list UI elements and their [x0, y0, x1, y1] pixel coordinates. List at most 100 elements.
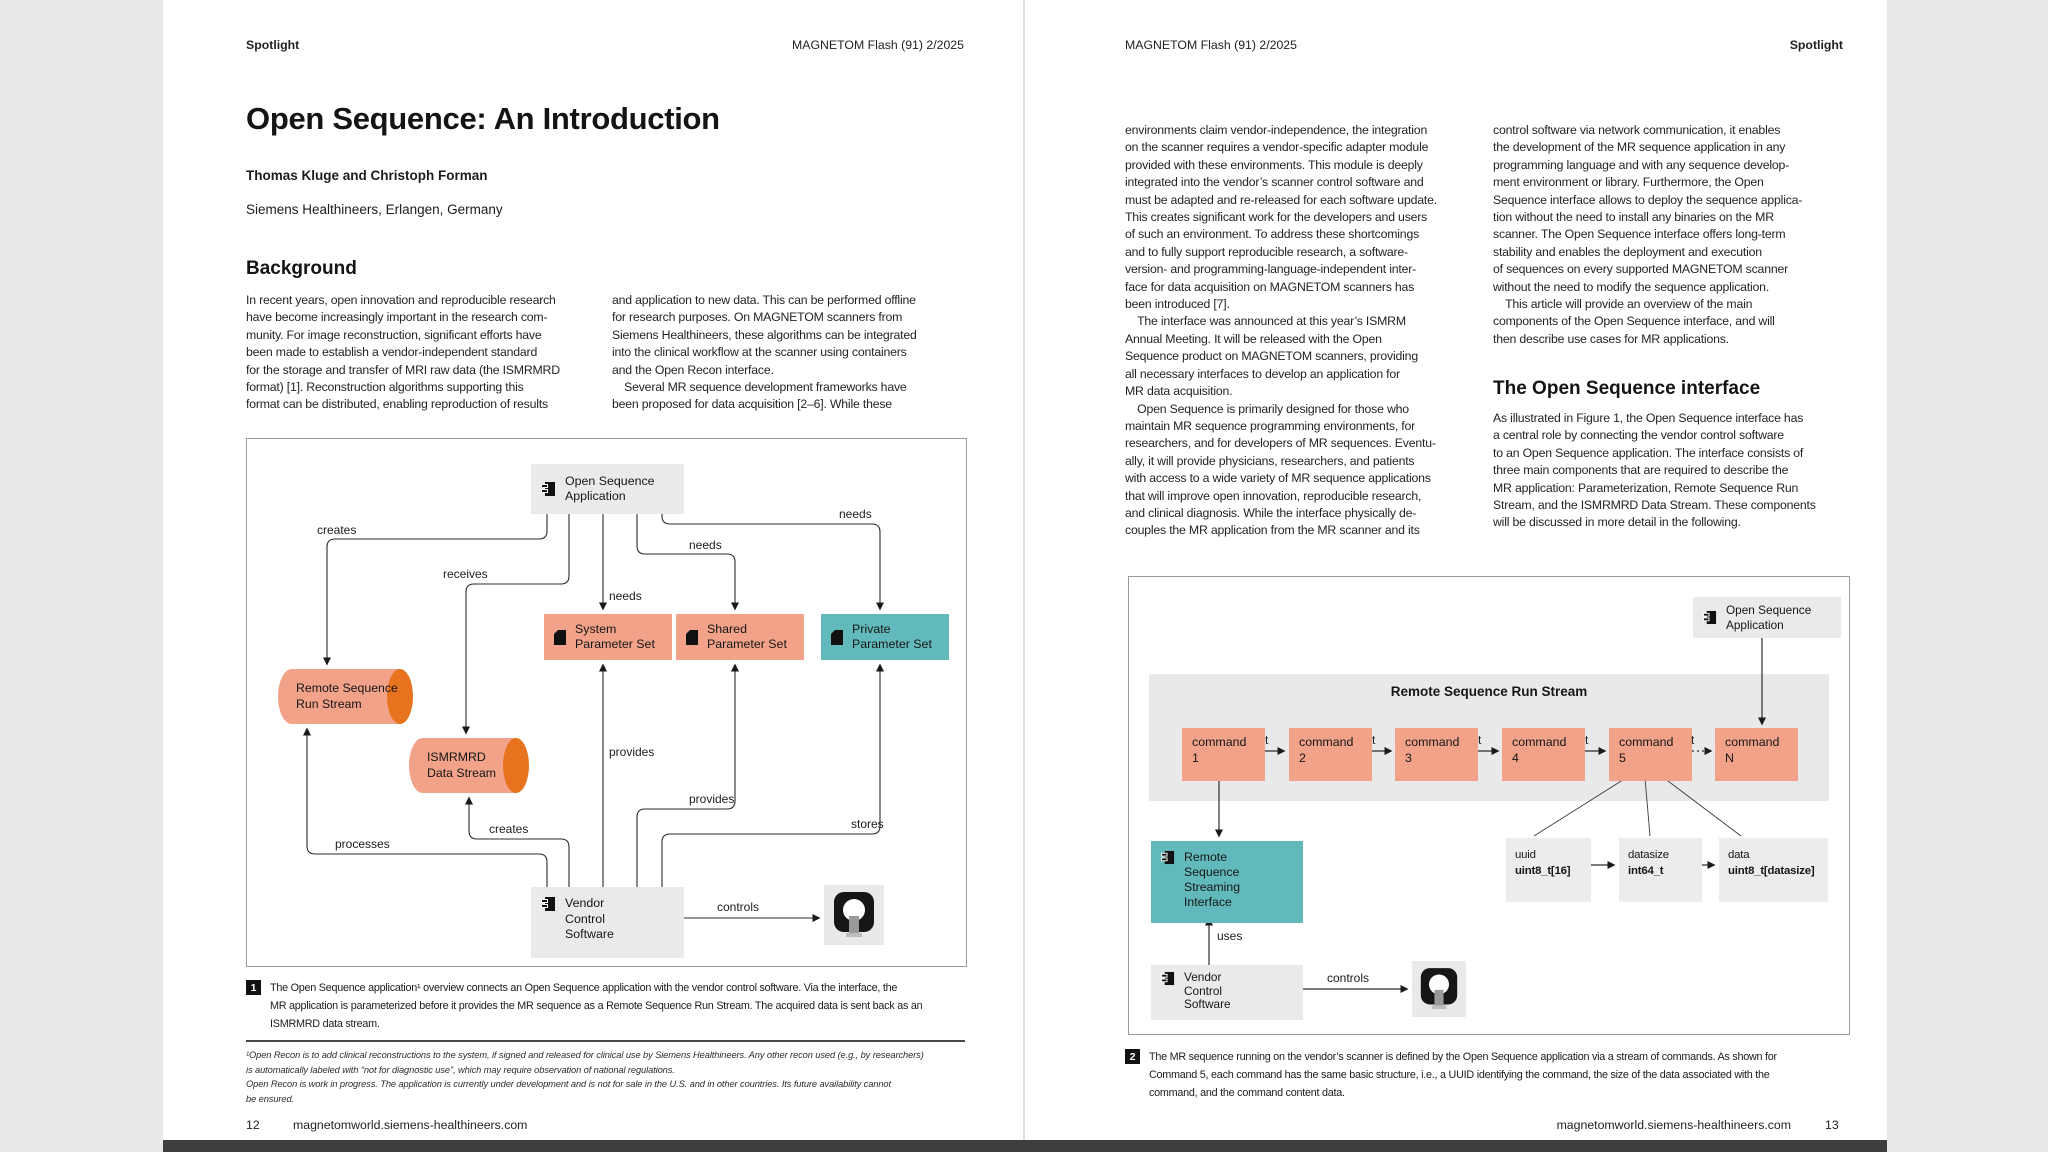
- run-stream-band-title: Remote Sequence Run Stream: [1390, 684, 1588, 699]
- remote-sequence-streaming-interface-box: Remote Sequence Streaming Interface: [1151, 841, 1303, 923]
- footer-url: magnetomworld.siemens-healthineers.com: [1556, 1118, 1791, 1132]
- uuid-type-box: uuid uint8_t[16]: [1506, 838, 1591, 902]
- body-column-1: environments claim vendor-independence, …: [1125, 123, 1437, 538]
- figure1-number-badge: 1: [246, 980, 261, 995]
- cylinder-cap: [387, 669, 413, 724]
- command-label: command 4: [1512, 735, 1567, 765]
- ismrmrd-data-stream-cylinder: ISMRMRD Data Stream: [409, 738, 529, 793]
- command-box: command 5: [1609, 728, 1692, 781]
- figure-2: Remote Sequence Run Stream: [1128, 576, 1850, 1035]
- datasize-type-box: datasize int64_t: [1619, 838, 1702, 902]
- figure1-connectors: [303, 514, 884, 922]
- body-column-2: and application to new data. This can be…: [612, 293, 917, 412]
- open-sequence-application-label: Open Sequence Application: [1726, 603, 1812, 632]
- remote-sequence-streaming-interface-label: Remote Sequence Streaming Interface: [1184, 850, 1241, 909]
- article-title: Open Sequence: An Introduction: [246, 101, 720, 136]
- field-name: data: [1728, 849, 1750, 861]
- section-heading-background: Background: [246, 258, 357, 279]
- t-label: t: [1691, 733, 1695, 747]
- running-head-right: Spotlight: [1789, 38, 1843, 52]
- edge-label-controls: controls: [717, 900, 760, 914]
- command-label: command 1: [1192, 735, 1247, 765]
- edge-label-uses: uses: [1217, 929, 1243, 943]
- command-box: command N: [1715, 728, 1798, 781]
- ismrmrd-data-stream-label: ISMRMRD Data Stream: [427, 750, 497, 780]
- affiliation: Siemens Healthineers, Erlangen, Germany: [246, 202, 503, 217]
- document-icon: [554, 629, 566, 645]
- cylinder-body: [278, 669, 401, 724]
- command-box: command 2: [1289, 728, 1372, 781]
- section-heading-interface: The Open Sequence interface: [1493, 378, 1761, 399]
- page-number: 12: [246, 1118, 260, 1132]
- body-column-2b: As illustrated in Figure 1, the Open Seq…: [1493, 411, 1816, 530]
- footer-url: magnetomworld.siemens-healthineers.com: [293, 1118, 528, 1132]
- edge-label-processes: processes: [335, 837, 390, 851]
- document-icon: [831, 629, 843, 645]
- body-column-2a: control software via network communicati…: [1493, 123, 1803, 346]
- figure-1: Open Sequence Application System Paramet…: [246, 438, 967, 967]
- component-icon: [1161, 850, 1175, 865]
- vendor-control-software-label: Vendor Control Software: [565, 896, 614, 941]
- edge-label-needs: needs: [839, 507, 872, 521]
- command-box: command 3: [1395, 728, 1478, 781]
- open-sequence-application-label: Open Sequence Application: [565, 473, 655, 504]
- component-icon: [1161, 971, 1175, 986]
- component-icon: [541, 896, 556, 912]
- running-head-left: MAGNETOM Flash (91) 2/2025: [1125, 38, 1297, 52]
- system-parameter-set-box: System Parameter Set: [544, 614, 672, 660]
- authors: Thomas Kluge and Christoph Forman: [246, 168, 488, 183]
- page-number: 13: [1825, 1118, 1839, 1132]
- document-icon: [686, 629, 698, 645]
- page-left: Spotlight MAGNETOM Flash (91) 2/2025 Ope…: [163, 0, 1023, 1140]
- command-label: command N: [1725, 735, 1780, 765]
- remote-sequence-run-stream-cylinder: Remote Sequence Run Stream: [278, 669, 413, 724]
- body-column-1: In recent years, open innovation and rep…: [246, 293, 560, 412]
- mri-scanner-icon: [824, 885, 884, 945]
- command-box: command 4: [1502, 728, 1585, 781]
- running-head-right: MAGNETOM Flash (91) 2/2025: [792, 38, 964, 52]
- command-label: command 5: [1619, 735, 1674, 765]
- page-gutter: [1023, 0, 1025, 1140]
- edge-label-needs: needs: [609, 589, 642, 603]
- footnote: ¹Open Recon is to add clinical reconstru…: [246, 1050, 924, 1104]
- edge-label-controls: controls: [1327, 971, 1370, 985]
- figure2-number-badge: 2: [1125, 1049, 1140, 1064]
- mri-scanner-icon: [1412, 961, 1466, 1017]
- figure1-caption: The Open Sequence application¹ overview …: [270, 982, 923, 1031]
- cylinder-body: [409, 738, 517, 793]
- t-label: t: [1478, 733, 1482, 747]
- command-box: command 1: [1182, 728, 1265, 781]
- edge-label-provides: provides: [609, 745, 655, 759]
- vendor-control-software-label: Vendor Control Software: [1184, 970, 1231, 1012]
- shared-parameter-set-box: Shared Parameter Set: [676, 614, 804, 660]
- running-head-left: Spotlight: [246, 38, 300, 52]
- field-type: int64_t: [1628, 864, 1664, 877]
- footnote-divider: [246, 1040, 965, 1042]
- page-right: MAGNETOM Flash (91) 2/2025 Spotlight env…: [1025, 0, 1887, 1140]
- field-name: uuid: [1515, 849, 1536, 861]
- vendor-control-software-box: Vendor Control Software: [1151, 965, 1303, 1020]
- shared-parameter-set-label: Shared Parameter Set: [707, 621, 787, 652]
- t-label: t: [1265, 733, 1269, 747]
- edge-label-creates: creates: [317, 523, 357, 537]
- field-name: datasize: [1628, 849, 1669, 861]
- field-type: uint8_t[16]: [1515, 864, 1571, 877]
- component-icon: [541, 481, 556, 497]
- private-parameter-set-box: Private Parameter Set: [821, 614, 949, 660]
- edge-label-provides: provides: [689, 792, 735, 806]
- t-label: t: [1372, 733, 1376, 747]
- private-parameter-set-label: Private Parameter Set: [852, 621, 932, 652]
- edge-label-stores: stores: [851, 817, 884, 831]
- vendor-control-software-box: Vendor Control Software: [531, 887, 684, 958]
- system-parameter-set-label: System Parameter Set: [575, 621, 655, 652]
- command-label: command 3: [1405, 735, 1460, 765]
- bottom-bar: [163, 1140, 1887, 1152]
- field-type: uint8_t[datasize]: [1728, 864, 1815, 877]
- edge-label-needs: needs: [689, 538, 722, 552]
- data-type-box: data uint8_t[datasize]: [1719, 838, 1828, 902]
- t-label: t: [1585, 733, 1589, 747]
- edge-label-creates: creates: [489, 822, 529, 836]
- edge-label-receives: receives: [443, 567, 488, 581]
- open-sequence-application-box: Open Sequence Application: [531, 464, 684, 514]
